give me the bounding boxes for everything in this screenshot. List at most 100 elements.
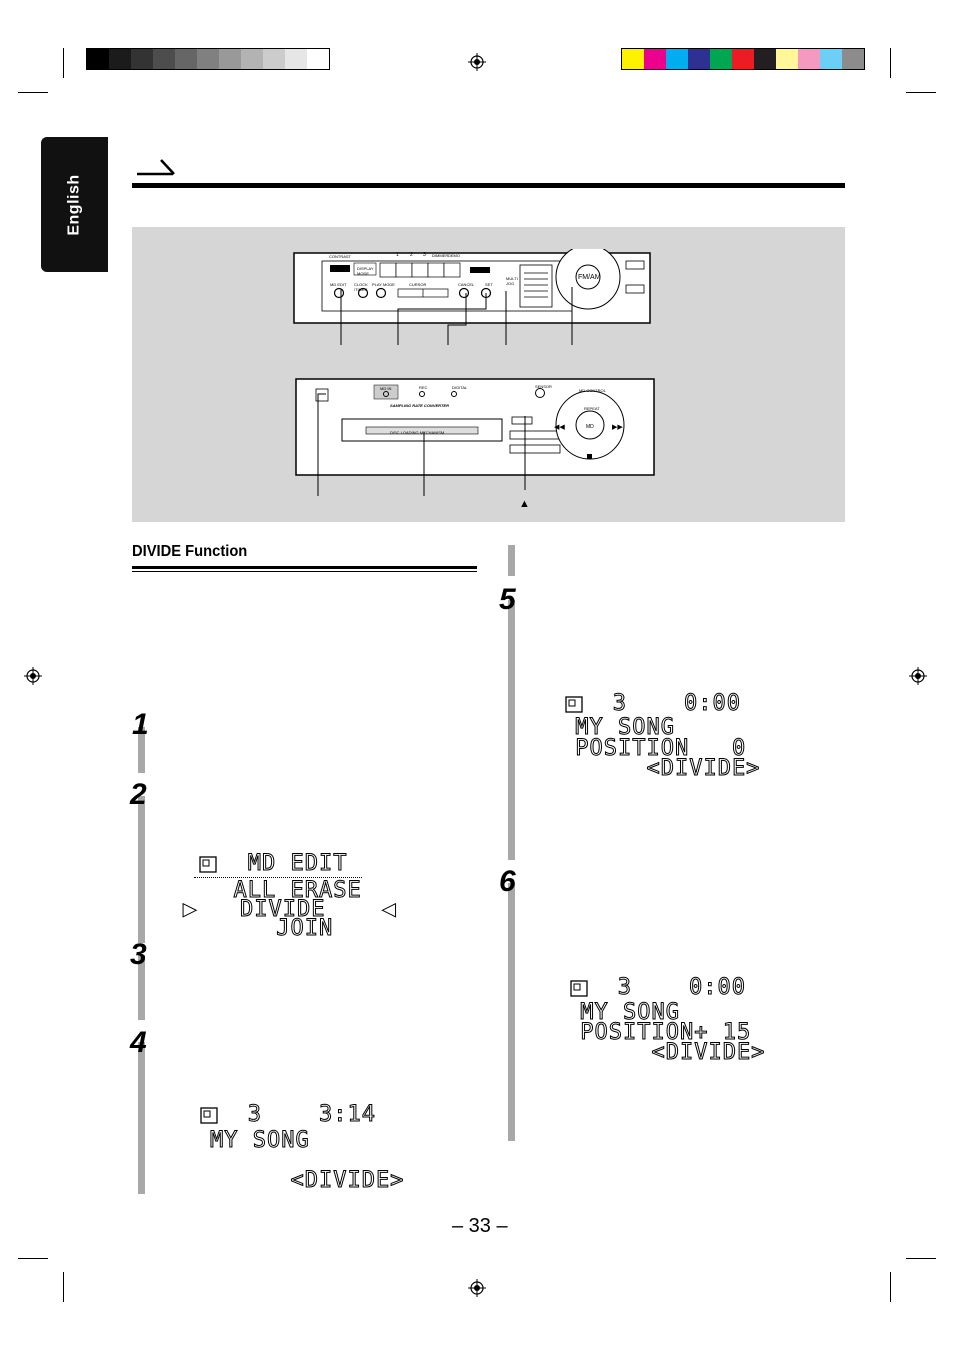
section-rule — [132, 566, 477, 569]
gray-swatch — [175, 49, 197, 69]
step-number-2: 2 — [130, 778, 147, 811]
label-preset-1: 1 — [396, 252, 399, 258]
step-bar — [138, 727, 145, 773]
label-contrast: CONTRAST — [329, 254, 351, 259]
step-bar — [508, 545, 515, 576]
fm-am-button[interactable]: FM/AM — [578, 274, 601, 281]
section-rule-thin — [132, 571, 477, 572]
step-bar — [138, 1042, 145, 1194]
registration-mark-icon — [468, 53, 486, 71]
continue-arrow-icon — [137, 159, 175, 176]
control-panel-illustration — [293, 249, 651, 324]
color-swatch — [666, 49, 688, 69]
label-cursor: CURSOR — [409, 282, 427, 287]
lcd-underline — [194, 877, 362, 878]
disc-icon — [570, 980, 588, 997]
gray-swatch — [285, 49, 307, 69]
step-bar — [138, 955, 145, 1020]
lower-callout-lines — [317, 393, 526, 496]
step-number-4: 4 — [130, 1026, 147, 1059]
registration-mark-icon — [24, 667, 42, 685]
label-clock-timer: CLOCK /TIMER — [354, 282, 368, 292]
page-number: – 33 – — [452, 1215, 508, 1237]
label-repeat: REPEAT — [584, 406, 600, 411]
lcd-step5-line3: POSITION 0 — [561, 736, 747, 761]
crop-mark — [18, 92, 48, 93]
label-sampling: SAMPLING RATE CONVERTER — [390, 403, 449, 408]
header-rule — [132, 183, 845, 188]
label-digital: DIGITAL — [452, 385, 468, 390]
gray-swatch — [87, 49, 109, 69]
lcd-step2-line1: MD EDIT — [205, 851, 348, 876]
step-bar — [138, 796, 145, 943]
svg-text:◀◀: ◀◀ — [554, 423, 565, 431]
label-multi-jog: MULTI JOG — [506, 276, 518, 286]
step-number-1: 1 — [132, 708, 149, 741]
device-illustration-panel: CONTRAST 1 2 3 DIMMER DEMO DISPLAY MODE … — [132, 227, 845, 522]
color-swatch — [820, 49, 842, 69]
label-dimmer: DIMMER — [432, 253, 449, 258]
disc-icon — [200, 1107, 218, 1124]
md-deck-illustration: ◀◀ ▶▶ — [295, 378, 655, 476]
grayscale-bar — [86, 48, 330, 70]
crop-mark — [63, 1272, 64, 1302]
color-bar — [621, 48, 865, 70]
color-swatch — [644, 49, 666, 69]
gray-swatch — [263, 49, 285, 69]
registration-mark-icon — [468, 1279, 486, 1297]
lcd-step6-line2: MY SONG — [566, 1000, 680, 1025]
lcd-step2-line2: ALL ERASE — [205, 878, 362, 903]
crop-mark — [890, 1272, 891, 1302]
eject-icon: ▲ — [519, 498, 530, 510]
md-play-button[interactable]: MD — [586, 424, 594, 430]
lcd-step6-line3: POSITION+ 15 — [566, 1020, 752, 1045]
gray-swatch — [219, 49, 241, 69]
section-title: DIVIDE Function — [132, 543, 248, 560]
upper-callout-lines — [340, 287, 573, 345]
lcd-step4-line2: MY SONG — [210, 1128, 310, 1153]
label-sensor: SENSOR — [535, 384, 552, 389]
disc-icon — [199, 856, 217, 873]
gray-swatch — [241, 49, 263, 69]
color-swatch — [842, 49, 864, 69]
lcd-step4-line4: <DIVIDE> — [205, 1168, 405, 1193]
svg-text:▶▶: ▶▶ — [612, 423, 623, 431]
label-preset-3: 3 — [423, 252, 426, 258]
label-demo: DEMO — [448, 253, 460, 258]
lcd-step6-line4: <DIVIDE> — [566, 1040, 766, 1065]
disc-icon — [565, 696, 583, 713]
crop-mark — [18, 1258, 48, 1259]
lcd-step5-line1: 3 0:00 — [570, 691, 741, 716]
label-md-edit: MD EDIT — [330, 282, 347, 287]
crop-mark — [906, 1258, 936, 1259]
crop-mark — [906, 92, 936, 93]
gray-swatch — [153, 49, 175, 69]
label-play-mode: PLAY MODE — [372, 282, 395, 287]
registration-mark-icon — [909, 667, 927, 685]
crop-mark — [63, 48, 64, 78]
color-swatch — [754, 49, 776, 69]
step-number-3: 3 — [130, 938, 147, 971]
color-swatch — [688, 49, 710, 69]
lcd-step5-line4: <DIVIDE> — [561, 756, 761, 781]
gray-swatch — [197, 49, 219, 69]
color-swatch — [732, 49, 754, 69]
language-tab-label-wrap: English — [41, 137, 108, 272]
lcd-step4-line1: 3 3:14 — [205, 1102, 376, 1127]
label-rec: REC — [419, 385, 428, 390]
step-number-6: 6 — [499, 865, 516, 898]
step-number-5: 5 — [499, 583, 516, 616]
color-swatch — [710, 49, 732, 69]
label-disc-loading: DISC LOADING MECHANISM — [390, 430, 445, 435]
lcd-step2-line4: JOIN — [205, 916, 334, 941]
crop-mark — [890, 48, 891, 78]
gray-swatch — [109, 49, 131, 69]
language-tab-label: English — [65, 173, 83, 236]
label-cancel: CANCEL — [458, 282, 475, 287]
label-set: SET — [485, 282, 493, 287]
step-bar — [508, 883, 515, 1141]
color-swatch — [776, 49, 798, 69]
gray-swatch — [307, 49, 329, 69]
step-bar — [508, 600, 515, 860]
color-swatch — [798, 49, 820, 69]
